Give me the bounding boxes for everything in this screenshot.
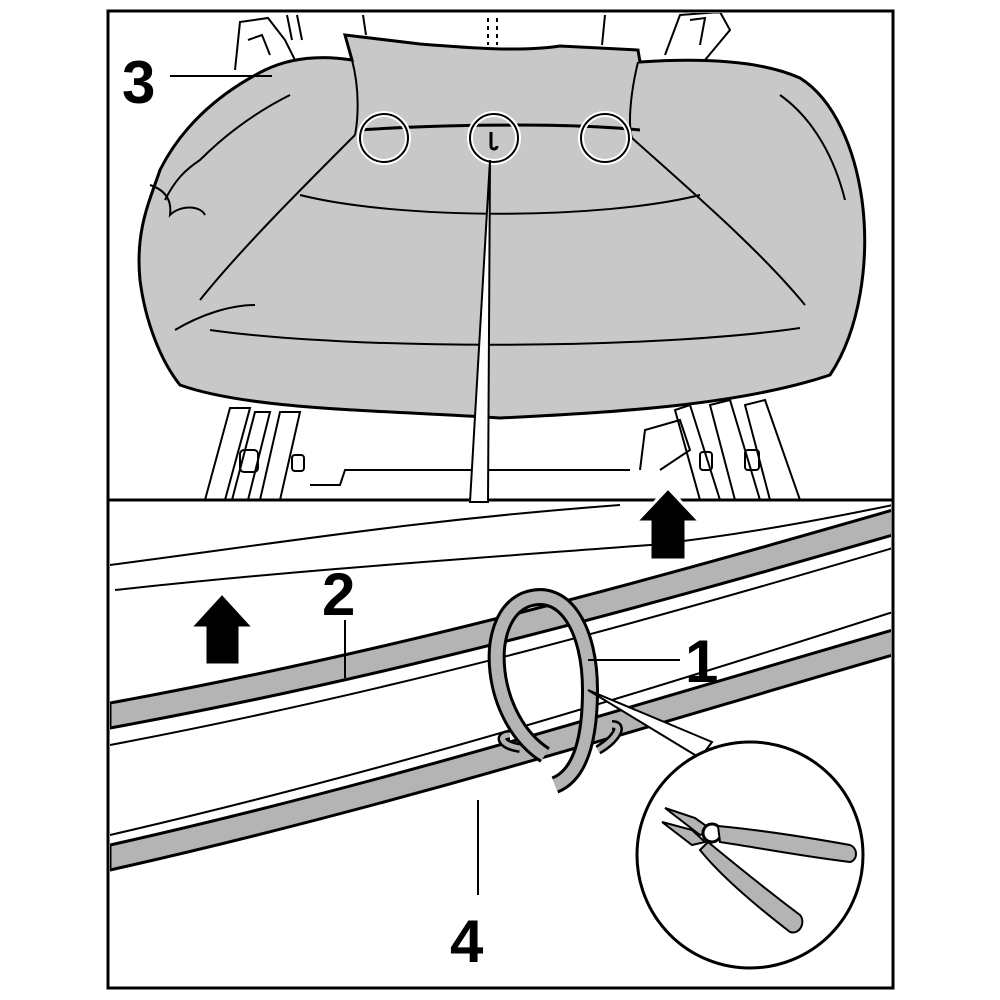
side-cutter-pliers-icon (635, 740, 865, 970)
center-seam-line (359, 123, 641, 132)
up-arrow-icon (186, 590, 258, 667)
callout-1: 1 (685, 628, 718, 695)
callout-4: 4 (450, 908, 484, 975)
seat-frame-top-outline (234, 13, 732, 71)
top-panel-seat-cushion (137, 13, 867, 499)
cushion-seams (149, 59, 846, 346)
hog-ring-clip (487, 588, 623, 794)
wire-4 (110, 629, 891, 872)
callout-2: 2 (322, 561, 355, 628)
bottom-panel-detail (110, 504, 891, 970)
cushion-edge (110, 504, 621, 566)
clip-location-markers (357, 111, 632, 165)
hog-ring-icon (489, 132, 499, 151)
seat-cushion (137, 33, 867, 420)
zoom-pointer (468, 159, 491, 503)
callout-3: 3 (122, 49, 155, 116)
seat-rails (204, 398, 801, 499)
up-arrow-icon (632, 485, 704, 562)
